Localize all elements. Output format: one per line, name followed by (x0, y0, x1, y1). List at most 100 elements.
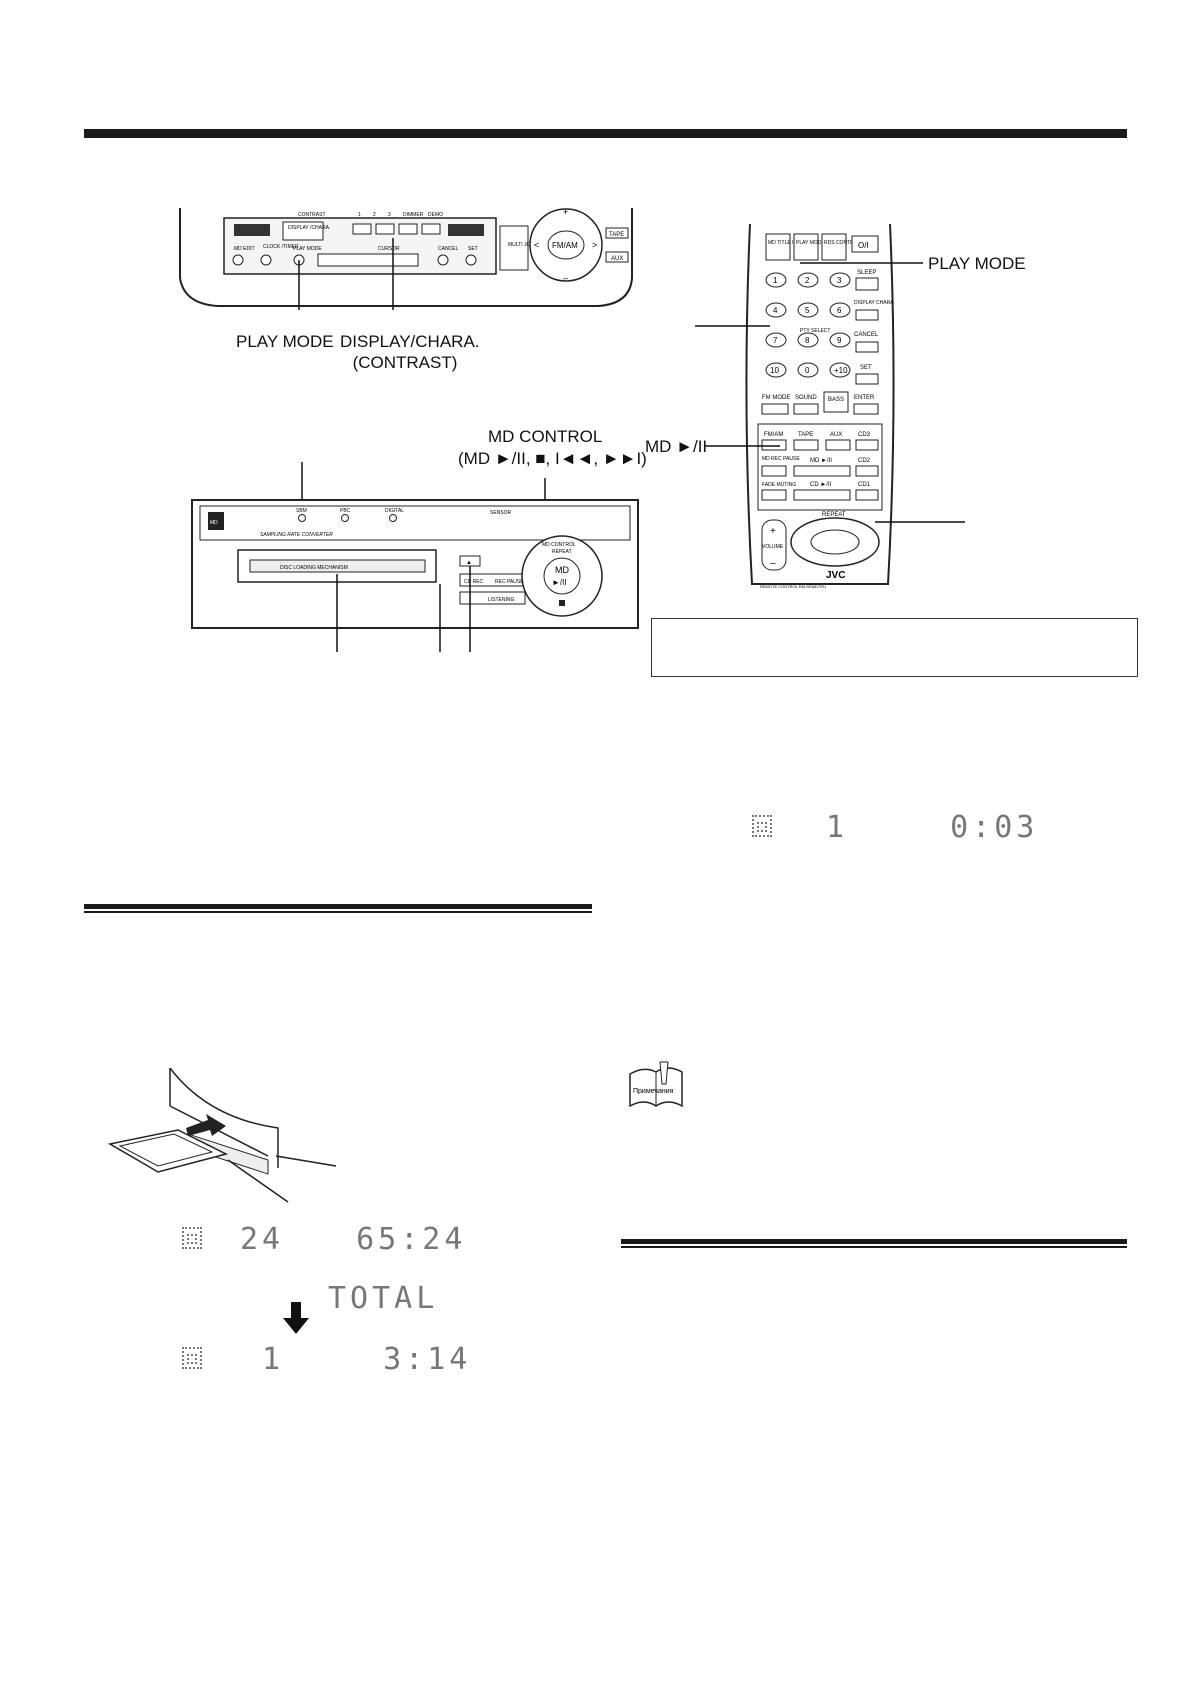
remote-digit-label: 1 (773, 276, 778, 285)
svg-text:3: 3 (388, 212, 391, 218)
lcd-right-time: 0:03 (950, 810, 1039, 845)
unit-display-chara-text: DISPLAY /CHARA. (288, 225, 330, 231)
svg-text:+: + (770, 526, 776, 537)
svg-text:SBM: SBM (296, 508, 307, 514)
disc-icon (752, 815, 772, 837)
down-arrow-icon (283, 1302, 309, 1334)
lcd-right: 1 0:03 (752, 810, 1038, 845)
lcd-right-track: 1 (826, 810, 849, 845)
svg-text:–: – (770, 558, 776, 569)
remote-digit-label: 10 (770, 366, 779, 375)
remote-digit-label: 7 (773, 336, 778, 345)
remote-digit-button (765, 332, 787, 348)
remote-digit-button (765, 302, 787, 318)
svg-text:MD TITLE INPUT: MD TITLE INPUT (768, 240, 807, 246)
lcd-total: 24 65:24 (182, 1222, 466, 1257)
remote-digit-button (829, 272, 851, 288)
disc-icon (182, 1227, 202, 1249)
callout-md-control-buttons: (MD ►/II, ■, I◄◄, ►►I) (458, 449, 647, 468)
svg-text:CD ►/II: CD ►/II (810, 482, 832, 488)
svg-text:JVC: JVC (826, 570, 845, 581)
svg-text:CD3: CD3 (858, 432, 871, 438)
svg-text:DISC LOADING MECHANISM: DISC LOADING MECHANISM (280, 565, 348, 571)
svg-text:MD REC PAUSE: MD REC PAUSE (762, 456, 800, 462)
lcd-total-label: TOTAL (328, 1281, 439, 1316)
lcd-total-tracks: 24 (239, 1222, 285, 1257)
svg-text:DISPLAY CHARA: DISPLAY CHARA (854, 300, 894, 306)
svg-text:VOLUME: VOLUME (762, 544, 784, 550)
lcd-total-time: 65:24 (356, 1222, 467, 1257)
svg-text:<: < (534, 240, 539, 250)
info-box (651, 618, 1138, 677)
remote-digit-label: 8 (805, 336, 810, 345)
svg-text:2: 2 (373, 212, 376, 218)
svg-text:SENSOR: SENSOR (490, 510, 512, 516)
callout-play-mode-remote: PLAY MODE (928, 254, 1026, 273)
svg-text:CD1: CD1 (858, 482, 871, 488)
remote-digit-button (829, 302, 851, 318)
svg-text:FM/AM: FM/AM (552, 241, 578, 250)
svg-text:Примечания: Примечания (633, 1088, 674, 1095)
svg-text:+: + (563, 208, 568, 217)
lcd-first-track-time: 3:14 (383, 1342, 472, 1377)
section-rule-left (84, 904, 592, 913)
svg-text:REC PAUSE: REC PAUSE (495, 579, 524, 585)
svg-text:LISTENING: LISTENING (488, 597, 515, 603)
remote-digit-label: 9 (837, 336, 842, 345)
svg-text:ENTER: ENTER (854, 395, 875, 401)
svg-text:CD2: CD2 (858, 458, 871, 464)
svg-text:MD: MD (210, 520, 218, 526)
svg-text:FADE MUTING: FADE MUTING (762, 482, 796, 488)
disc-insertion-illustration (108, 1068, 337, 1203)
svg-text:O/I: O/I (858, 241, 869, 250)
svg-text:PBC: PBC (340, 508, 351, 514)
svg-text:▲: ▲ (466, 560, 472, 566)
svg-text:>: > (592, 240, 597, 250)
remote-digit-button (797, 302, 819, 318)
svg-text:1: 1 (358, 212, 361, 218)
svg-text:FM MODE: FM MODE (762, 395, 790, 401)
callout-md-control: MD CONTROL (488, 427, 603, 446)
svg-text:CLOCK /TIMER: CLOCK /TIMER (263, 244, 299, 250)
md-deck-illustration: MD SBM PBC DIGITAL SENSOR SAMPLING RATE … (191, 462, 639, 652)
remote-digit-label: 5 (805, 306, 810, 315)
svg-text:TAPE: TAPE (798, 432, 813, 438)
svg-text:SAMPLING RATE CONVERTER: SAMPLING RATE CONVERTER (260, 532, 333, 538)
svg-text:AUX: AUX (611, 256, 623, 262)
remote-digit-label: 0 (805, 366, 810, 375)
remote-digit-label: 4 (773, 306, 778, 315)
svg-text:DEMO: DEMO (428, 212, 443, 218)
lcd-first-track-number: 1 (262, 1342, 285, 1377)
remote-digit-button (797, 272, 819, 288)
remote-callout-lines (695, 262, 965, 523)
svg-text:MD EDIT: MD EDIT (234, 246, 255, 252)
remote-digit-button (797, 332, 819, 348)
unit-contrast-text: CONTRAST (298, 212, 326, 218)
svg-text:SOUND: SOUND (795, 395, 817, 401)
svg-text:AUX: AUX (830, 432, 842, 438)
svg-text:CD REC: CD REC (464, 579, 484, 585)
svg-text:CANCEL: CANCEL (438, 246, 459, 252)
svg-text:PLAY MODE: PLAY MODE (293, 246, 322, 252)
svg-text:CURSOR: CURSOR (378, 246, 400, 252)
svg-text:SET: SET (468, 246, 478, 252)
svg-text:PTY SELECT: PTY SELECT (800, 328, 830, 334)
callout-contrast: (CONTRAST) (352, 353, 458, 372)
svg-text:►/II: ►/II (552, 578, 567, 587)
remote-digit-button (765, 362, 787, 378)
svg-text:REMOTE CONTROL RM-SEMD7RU: REMOTE CONTROL RM-SEMD7RU (760, 584, 826, 589)
remote-digit-label: 6 (837, 306, 842, 315)
svg-text:–: – (563, 273, 568, 283)
svg-text:CANCEL: CANCEL (854, 332, 879, 338)
top-rule (84, 129, 1127, 138)
callout-md-play-pause: MD ►/II (645, 437, 708, 456)
svg-text:MULTI JOG: MULTI JOG (508, 242, 534, 248)
svg-text:MD: MD (555, 565, 569, 575)
svg-text:REPEAT: REPEAT (552, 549, 572, 555)
unit-panel-illustration: DISPLAY /CHARA. CONTRAST 1 2 3 DIMMER DE… (179, 208, 633, 310)
svg-text:MD ►/II: MD ►/II (810, 458, 832, 464)
svg-text:REPEAT: REPEAT (822, 512, 846, 518)
disc-icon (182, 1347, 202, 1369)
remote-digit-button (829, 332, 851, 348)
section-rule-right (621, 1239, 1127, 1248)
